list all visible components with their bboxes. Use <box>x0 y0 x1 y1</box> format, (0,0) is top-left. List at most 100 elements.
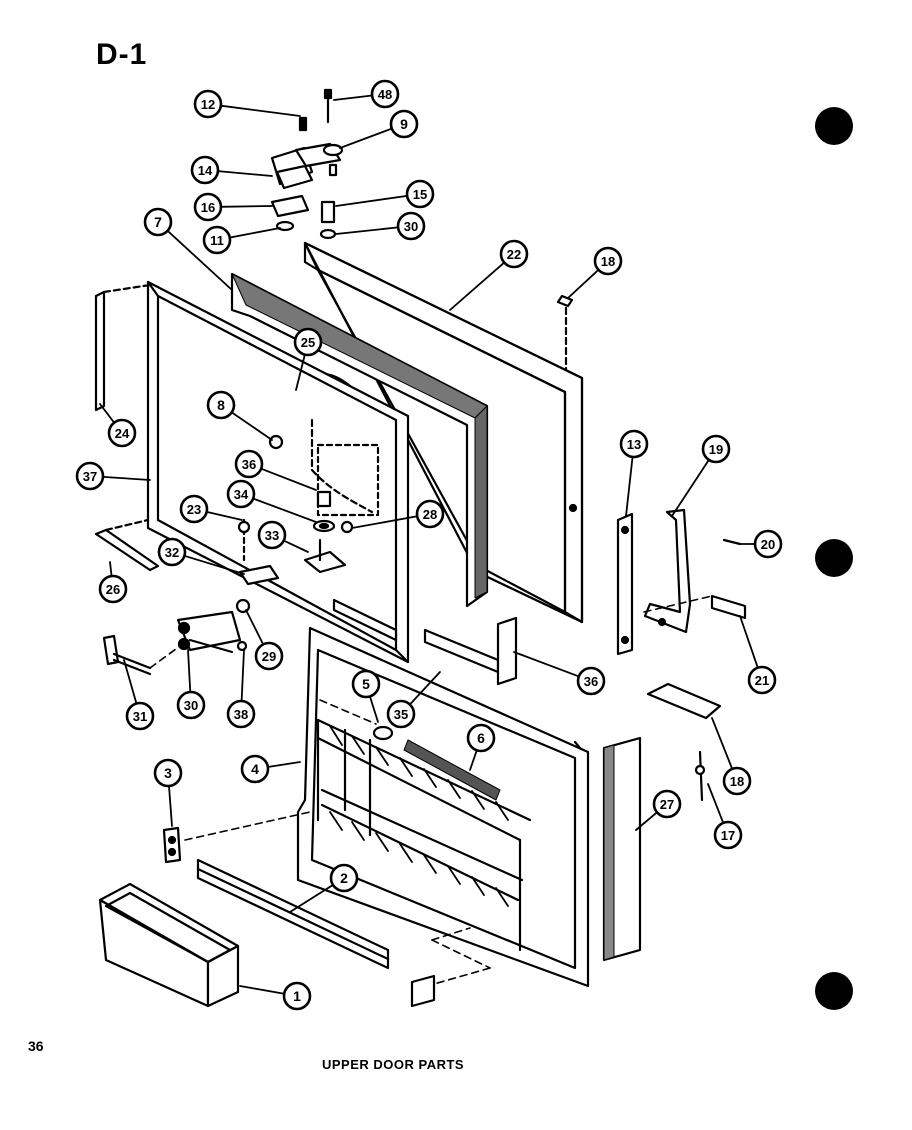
leader-line <box>739 615 759 669</box>
callout-number: 11 <box>210 233 224 248</box>
callout-circle <box>747 665 777 695</box>
callout-2: 2 <box>289 863 359 913</box>
callout-25: 25 <box>293 327 323 391</box>
callout-number: 5 <box>362 676 370 692</box>
callout-circle <box>153 758 183 788</box>
callout-number: 29 <box>262 649 276 664</box>
callout-circle <box>282 981 312 1011</box>
callout-circle <box>226 479 256 509</box>
binder-hole-bottom <box>815 972 853 1010</box>
callout-18: 18 <box>567 246 623 299</box>
callout-number: 30 <box>184 698 198 713</box>
callout-circle <box>415 499 445 529</box>
callout-circle <box>701 434 731 464</box>
callout-number: 30 <box>404 219 418 234</box>
callout-3: 3 <box>153 758 183 827</box>
callout-number: 12 <box>201 97 215 112</box>
diagram-caption: UPPER DOOR PARTS <box>322 1057 465 1072</box>
leader-line <box>335 226 399 235</box>
callout-number: 9 <box>400 116 408 132</box>
leader-line <box>711 717 734 770</box>
callout-number: 37 <box>83 469 97 484</box>
callout-number: 20 <box>761 537 775 552</box>
callout-number: 23 <box>187 502 201 517</box>
callout-number: 38 <box>234 707 248 722</box>
callout-23: 23 <box>179 494 243 524</box>
callout-number: 6 <box>477 730 485 746</box>
leader-line <box>351 515 419 529</box>
leader-line <box>230 411 273 441</box>
callout-circle <box>257 520 287 550</box>
callout-number: 7 <box>154 214 162 230</box>
callout-28: 28 <box>351 499 445 529</box>
leader-line <box>252 497 317 523</box>
callout-number: 18 <box>730 774 744 789</box>
leader-line <box>282 539 309 553</box>
leader-line <box>339 127 393 149</box>
callout-circle <box>722 766 752 796</box>
callout-number: 13 <box>627 437 641 452</box>
callout-number: 17 <box>721 828 735 843</box>
callout-number: 28 <box>423 507 437 522</box>
callout-circle <box>652 789 682 819</box>
callout-26: 26 <box>98 561 128 604</box>
callout-circle <box>405 179 435 209</box>
callout-circle <box>713 820 743 850</box>
callout-number: 15 <box>413 187 427 202</box>
callout-circle <box>619 429 649 459</box>
callout-12: 12 <box>193 89 301 119</box>
leader-line <box>266 761 301 768</box>
callout-36: 36 <box>513 651 606 696</box>
callout-circle <box>234 449 264 479</box>
callout-18: 18 <box>711 717 752 796</box>
leader-line <box>567 268 600 299</box>
callout-number: 21 <box>755 673 769 688</box>
callout-33: 33 <box>257 520 309 553</box>
outer-door-panel <box>303 241 584 624</box>
callout-circle <box>202 225 232 255</box>
callout-number: 34 <box>234 487 249 502</box>
callout-circle <box>753 529 783 559</box>
door-channels <box>332 598 518 686</box>
leader-line <box>369 695 379 723</box>
callout-circle <box>193 192 223 222</box>
callout-27: 27 <box>635 789 682 831</box>
leader-line <box>99 403 116 424</box>
callout-1: 1 <box>239 981 312 1011</box>
callout-circle <box>254 641 284 671</box>
trim-strips-left <box>94 283 160 572</box>
callout-circle <box>226 699 256 729</box>
callout-circle <box>329 863 359 893</box>
callout-circle <box>98 574 128 604</box>
callout-circle <box>176 690 206 720</box>
callout-circle <box>389 109 419 139</box>
leader-line <box>469 749 478 771</box>
callout-circle <box>157 537 187 567</box>
door-small-parts <box>237 294 574 586</box>
page-number: 36 <box>28 1038 44 1054</box>
callout-circle <box>466 723 496 753</box>
callout-30: 30 <box>335 211 426 241</box>
leader-line <box>635 811 658 831</box>
callout-circle <box>179 494 209 524</box>
bottom-parts <box>98 826 436 1008</box>
callout-7: 7 <box>143 207 233 291</box>
callout-number: 35 <box>394 707 408 722</box>
callout-circle <box>386 699 416 729</box>
callout-circle <box>193 89 223 119</box>
leader-line <box>449 261 506 311</box>
callout-number: 2 <box>340 870 348 886</box>
callout-number: 14 <box>198 163 213 178</box>
callout-20: 20 <box>739 529 783 559</box>
callout-circle <box>206 390 236 420</box>
callout-circle <box>293 327 323 357</box>
callout-4: 4 <box>240 754 301 784</box>
callout-number: 32 <box>165 545 179 560</box>
leader-line <box>239 985 286 995</box>
callout-24: 24 <box>99 403 137 448</box>
diagram-code: D-1 <box>96 38 148 71</box>
leader-line <box>333 94 373 101</box>
insulation-panel <box>230 272 489 608</box>
binder-hole-middle <box>815 539 853 577</box>
